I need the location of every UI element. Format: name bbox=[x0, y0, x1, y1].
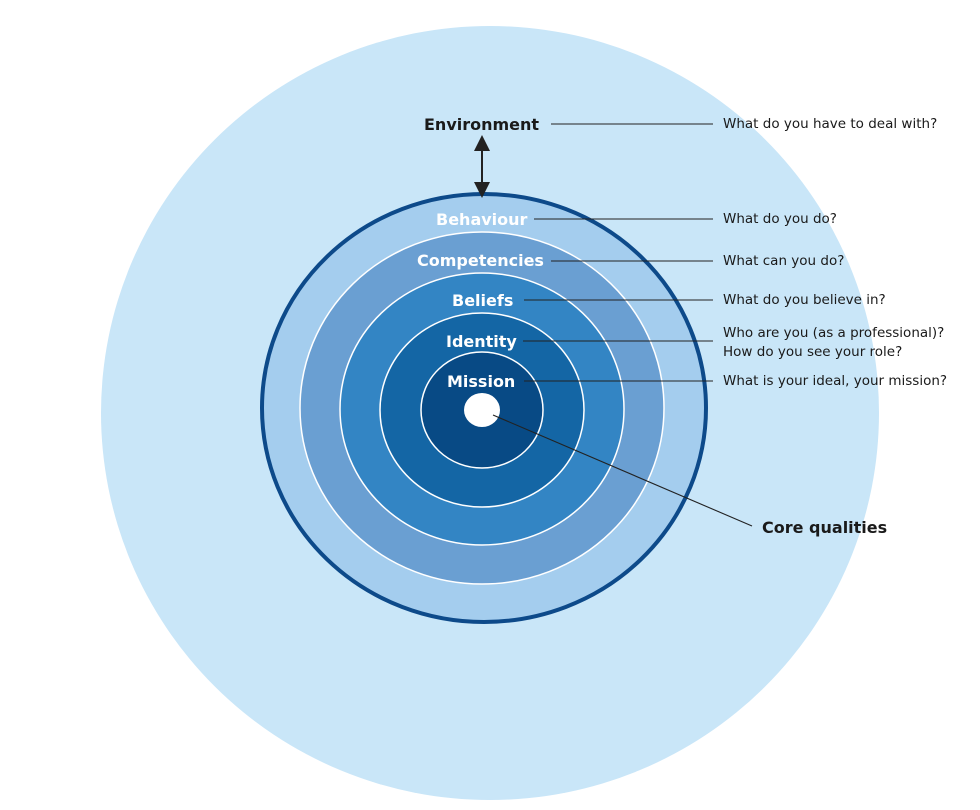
behaviour-question: What do you do? bbox=[723, 211, 837, 227]
mission-label: Mission bbox=[447, 372, 515, 391]
core-circle bbox=[464, 393, 500, 427]
competencies-question: What can you do? bbox=[723, 253, 844, 269]
core-connector bbox=[492, 414, 753, 527]
beliefs-question: What do you believe in? bbox=[723, 292, 886, 308]
core-qualities-label: Core qualities bbox=[762, 518, 887, 537]
environment-label: Environment bbox=[424, 115, 539, 134]
mission-question: What is your ideal, your mission? bbox=[723, 373, 947, 389]
beliefs-label: Beliefs bbox=[452, 291, 513, 310]
environment-question: What do you have to deal with? bbox=[723, 116, 937, 132]
behaviour-label: Behaviour bbox=[436, 210, 528, 229]
identity-question-line2: How do you see your role? bbox=[723, 344, 902, 360]
competencies-label: Competencies bbox=[417, 251, 544, 270]
identity-label: Identity bbox=[446, 332, 517, 351]
identity-question: Who are you (as a professional)? bbox=[723, 325, 944, 341]
